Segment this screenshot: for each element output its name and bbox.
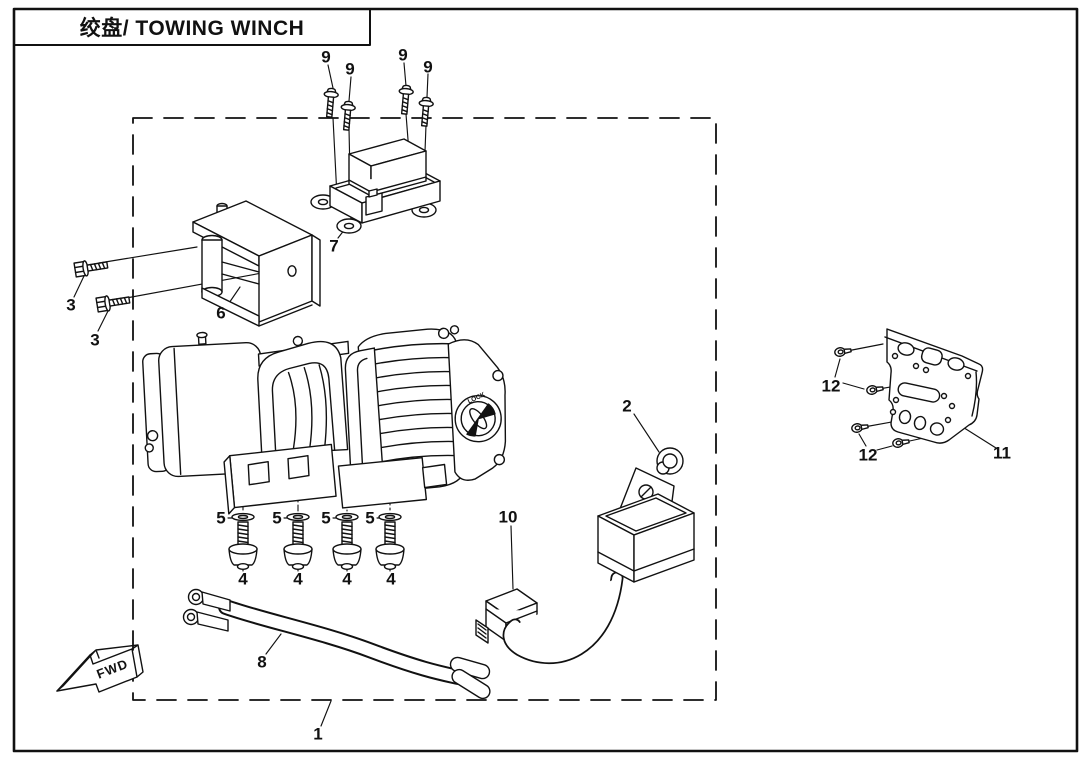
contactor-box — [310, 138, 441, 234]
winch-clutch-dial: LOCK — [447, 339, 507, 481]
callout-washer: 5 — [272, 508, 282, 528]
callout-mount-bolt: 4 — [386, 569, 396, 589]
callout-plate-screw: 12 — [858, 445, 878, 465]
callout-washer: 5 — [365, 508, 375, 528]
winch-support-rear — [344, 347, 384, 469]
callout-mount-bolt: 4 — [293, 569, 303, 589]
callout-washer: 5 — [321, 508, 331, 528]
callout-battery-cable: 8 — [257, 652, 267, 672]
battery-cable — [182, 588, 491, 700]
winch-assembly: LOCK — [142, 325, 507, 515]
callout-contactor-screw: 9 — [321, 47, 331, 67]
callout-winch-kit: 1 — [313, 724, 323, 744]
callout-plate-screw: 12 — [821, 376, 841, 396]
callout-mount-bolt: 4 — [342, 569, 352, 589]
callout-contactor-box: 7 — [329, 236, 339, 256]
callout-contactor-screw: 9 — [345, 59, 355, 79]
winch-support-front — [257, 340, 349, 455]
page-title: 绞盘/ TOWING WINCH — [79, 17, 305, 40]
mount-plate — [884, 328, 984, 444]
callout-mount-plate: 11 — [993, 443, 1011, 463]
switch-assembly — [502, 447, 695, 664]
callout-bracket-bolt: 3 — [90, 330, 100, 350]
contactor-screws — [321, 84, 435, 132]
callout-bracket-bolt: 3 — [66, 295, 76, 315]
winch-motor — [142, 331, 267, 478]
callout-contactor-screw: 9 — [423, 57, 433, 77]
page-border — [12, 7, 1079, 753]
callout-switch-grommet: 2 — [622, 396, 632, 416]
title-box-border — [13, 8, 371, 46]
washers — [231, 512, 402, 522]
callout-washer: 5 — [216, 508, 226, 528]
mount-bolts — [228, 521, 405, 570]
winch-foot-rear — [337, 456, 448, 509]
callout-contactor-screw: 9 — [398, 45, 408, 65]
winch-foot-front — [223, 443, 337, 515]
fairlead-bracket — [192, 200, 321, 327]
callout-fairlead-bracket: 6 — [216, 303, 226, 323]
callout-mount-bolt: 4 — [238, 569, 248, 589]
callout-connector: 10 — [498, 507, 518, 527]
fwd-marker: FWD — [56, 644, 144, 693]
bracket-bolts — [73, 256, 132, 314]
